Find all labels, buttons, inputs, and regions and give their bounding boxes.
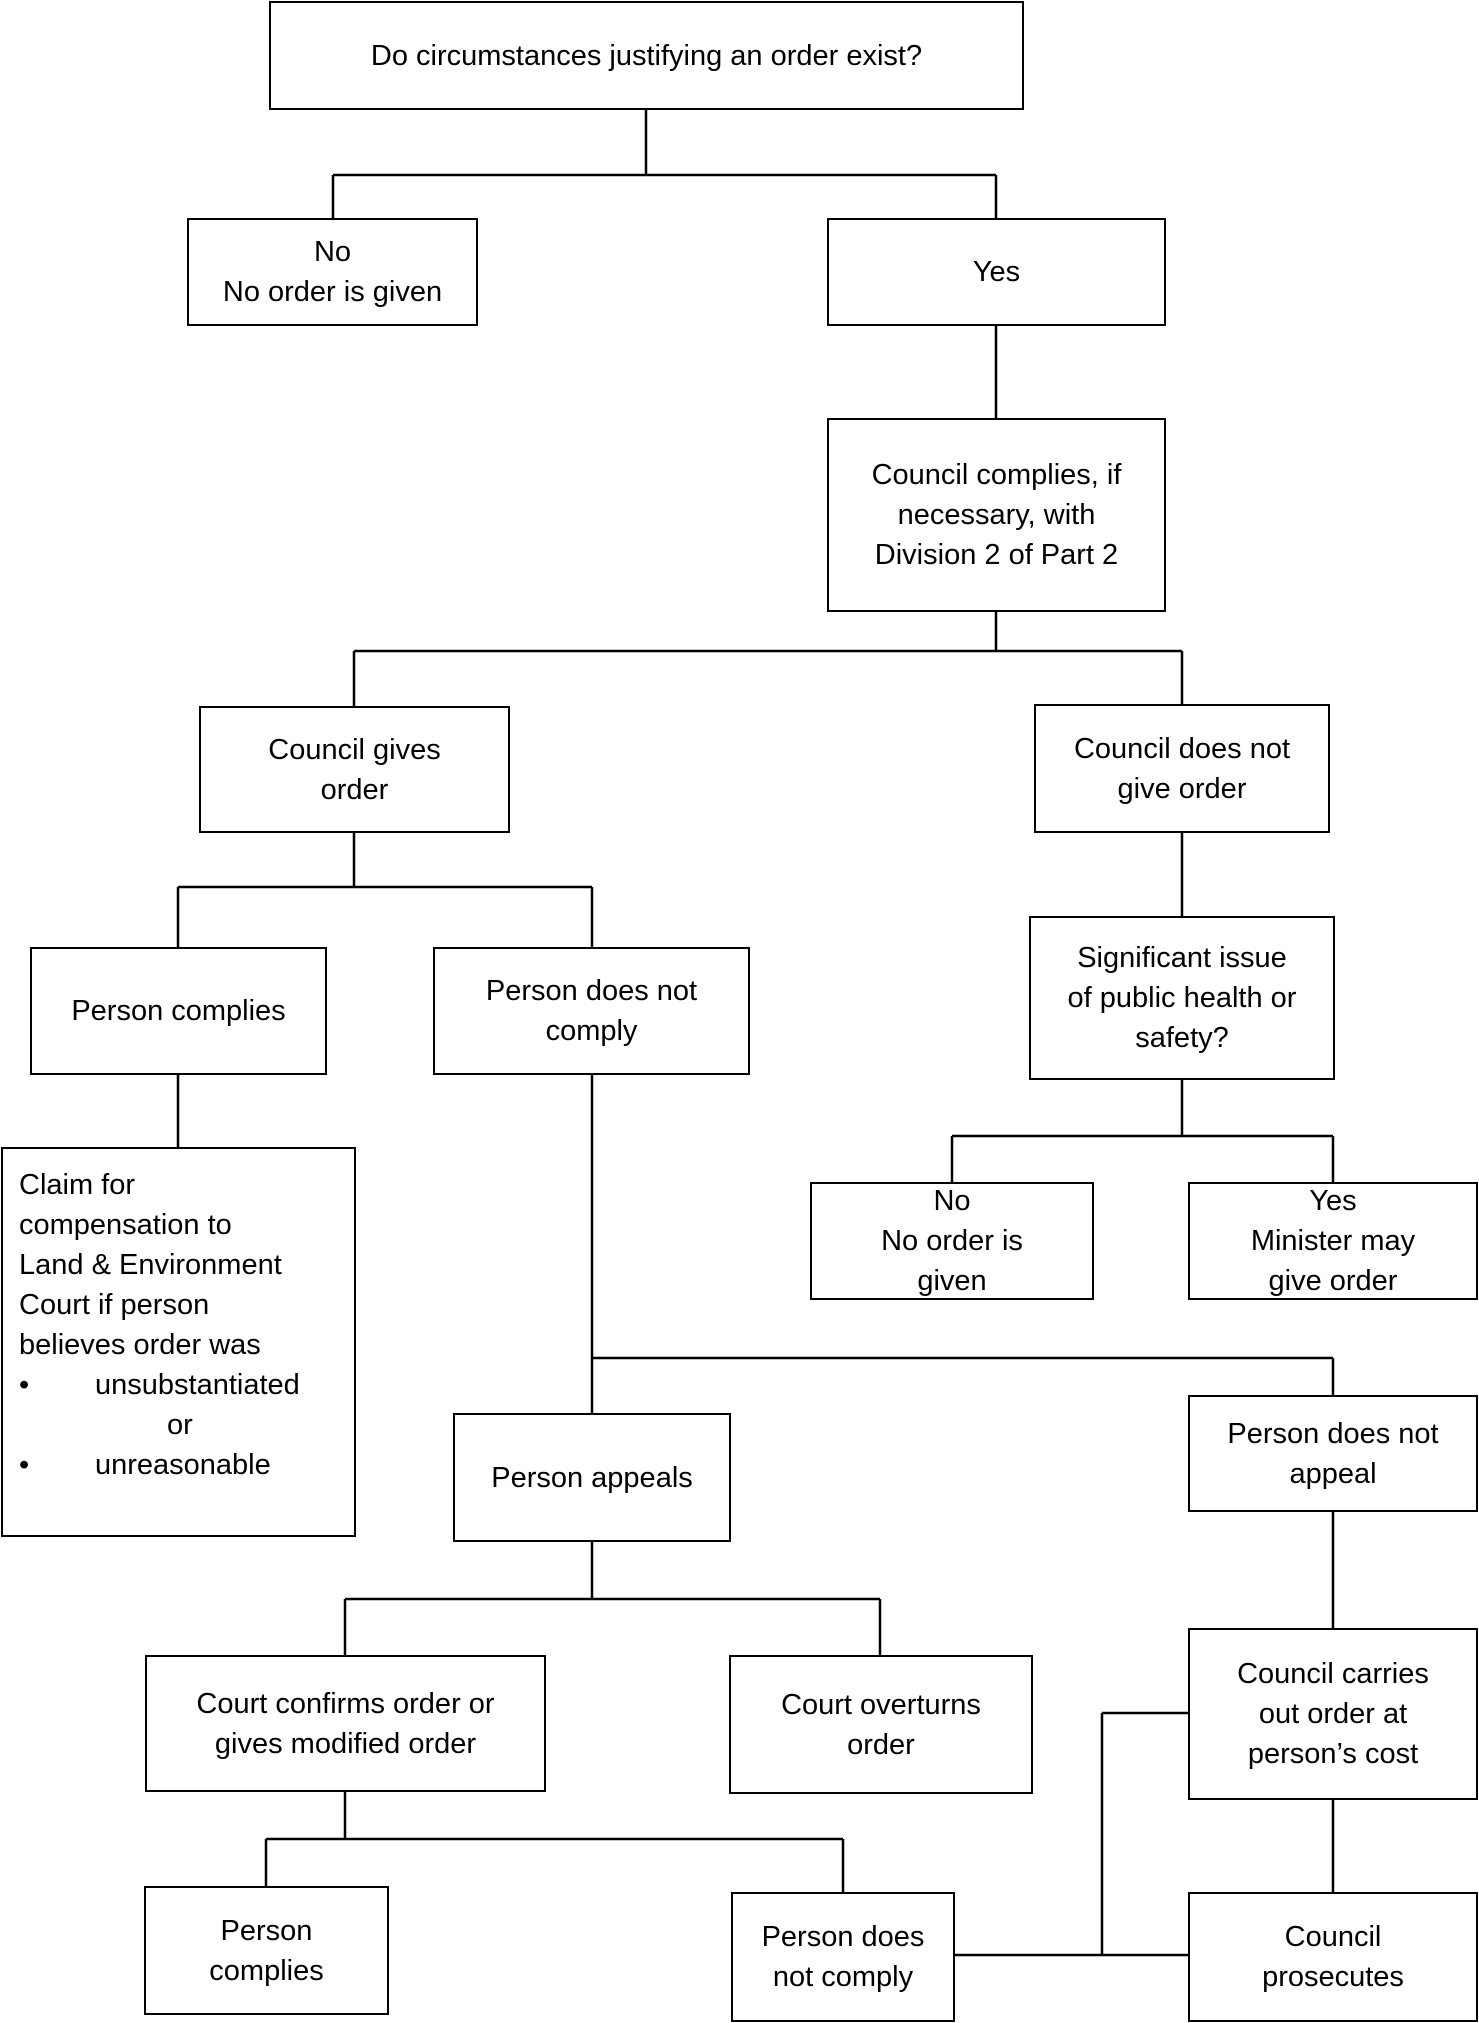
council-prosecutes-box: Council prosecutes: [1188, 1892, 1478, 2022]
box-text: Person does not: [485, 975, 698, 1007]
no-order-given-box: No No order is given: [810, 1182, 1094, 1300]
box-text: Do circumstances justifying an order exi…: [370, 39, 923, 72]
person-does-not-appeal-box: Person does not appeal: [1188, 1395, 1478, 1512]
box-text: comply: [545, 1015, 638, 1047]
no-order-box: No No order is given: [187, 218, 478, 326]
box-text: No: [933, 1185, 971, 1217]
box-text: Land & Environment: [19, 1249, 282, 1281]
box-text: Yes: [1309, 1185, 1357, 1217]
box-text: complies: [209, 1954, 324, 1987]
box-text: Person does: [761, 1921, 925, 1953]
box-text: No: [313, 236, 352, 268]
significant-issue-box: Significant issue of public health or sa…: [1029, 916, 1335, 1080]
box-text: Council carries: [1237, 1658, 1429, 1690]
box-text: Yes: [972, 256, 1021, 288]
person-complies-final-box: Person complies: [144, 1886, 389, 2015]
box-text: Person: [220, 1914, 313, 1947]
bullet-item: • unsubstantiated: [19, 1365, 354, 1405]
box-text: give order: [1117, 772, 1247, 805]
box-text: Claim for: [19, 1169, 136, 1201]
person-complies-box: Person complies: [30, 947, 327, 1075]
box-text: No order is given: [222, 276, 443, 308]
box-text: Minister may: [1250, 1225, 1416, 1257]
yes-box: Yes: [827, 218, 1166, 326]
box-text: out order at: [1258, 1698, 1408, 1730]
court-overturns-order-box: Court overturns order: [729, 1655, 1033, 1794]
box-text: Person does not: [1227, 1417, 1439, 1450]
box-text: or: [167, 1409, 193, 1441]
person-does-not-comply-box: Person does not comply: [433, 947, 750, 1075]
box-text: prosecutes: [1262, 1961, 1404, 1993]
box-text: order: [320, 773, 389, 806]
box-text: Court confirms order or: [196, 1687, 495, 1720]
box-text: Person appeals: [491, 1461, 693, 1494]
box-text: order: [847, 1728, 915, 1761]
box-text: compensation to: [19, 1209, 232, 1241]
council-carries-out-order-box: Council carries out order at person’s co…: [1188, 1628, 1478, 1800]
box-text: person’s cost: [1247, 1738, 1419, 1770]
box-text: necessary, with: [897, 499, 1096, 531]
box-text: Court overturns: [781, 1688, 981, 1721]
box-text: not comply: [772, 1961, 914, 1993]
box-text: of public health or: [1067, 982, 1297, 1014]
bullet-icon: •: [19, 1449, 30, 1481]
minister-may-give-order-box: Yes Minister may give order: [1188, 1182, 1478, 1300]
council-does-not-give-order-box: Council does not give order: [1034, 704, 1330, 833]
box-text: unsubstantiated: [95, 1369, 300, 1401]
box-text: Council does not: [1073, 732, 1291, 765]
compensation-claim-box: Claim for compensation to Land & Environ…: [1, 1147, 356, 1537]
person-appeals-box: Person appeals: [453, 1413, 731, 1542]
bullet-icon: •: [19, 1369, 30, 1401]
box-text: Council gives: [268, 733, 441, 766]
box-text: believes order was: [19, 1329, 261, 1361]
box-text: Court if person: [19, 1289, 210, 1321]
person-does-not-comply-final-box: Person does not comply: [731, 1892, 955, 2022]
box-text: Significant issue: [1077, 942, 1287, 974]
box-text: appeal: [1289, 1457, 1377, 1490]
root-question-box: Do circumstances justifying an order exi…: [269, 1, 1024, 110]
court-confirms-order-box: Court confirms order or gives modified o…: [145, 1655, 546, 1792]
council-gives-order-box: Council gives order: [199, 706, 510, 833]
box-text: No order is: [881, 1225, 1023, 1257]
box-text: Council complies, if: [871, 459, 1122, 491]
box-text: Person complies: [71, 995, 286, 1027]
box-text: give order: [1268, 1265, 1398, 1297]
box-text: given: [917, 1265, 987, 1297]
box-text: gives modified order: [214, 1727, 477, 1760]
box-text: Division 2 of Part 2: [874, 539, 1119, 571]
bullet-item: • unreasonable: [19, 1445, 354, 1485]
council-complies-box: Council complies, if necessary, with Div…: [827, 418, 1166, 612]
box-text: unreasonable: [95, 1449, 271, 1481]
box-text: Council: [1284, 1921, 1382, 1953]
box-text: safety?: [1135, 1022, 1229, 1054]
